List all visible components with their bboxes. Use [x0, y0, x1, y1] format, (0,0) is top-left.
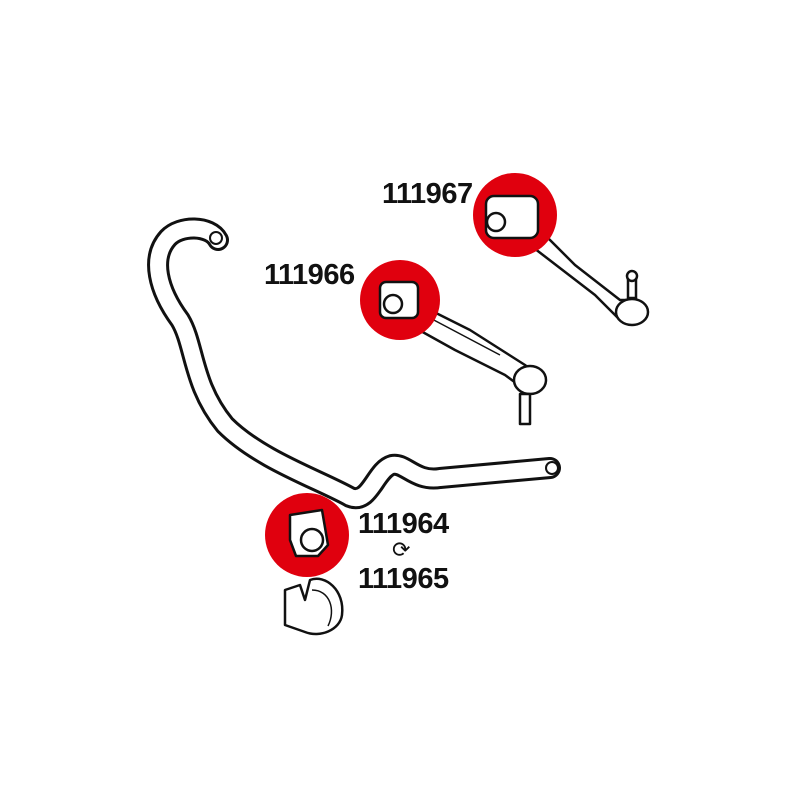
bushing-bracket — [283, 577, 344, 636]
part-label-111964: 111964 — [358, 508, 449, 540]
sway-bar-bushing — [265, 493, 349, 636]
part-label-111967: 111967 — [382, 178, 473, 210]
part-label-111965: 111965 — [358, 563, 449, 595]
upper-control-arm — [473, 173, 650, 327]
lower-control-arm — [360, 260, 548, 426]
part-label-111966: 111966 — [264, 259, 355, 291]
rotate-arrows-icon: ⟳ — [392, 538, 411, 563]
